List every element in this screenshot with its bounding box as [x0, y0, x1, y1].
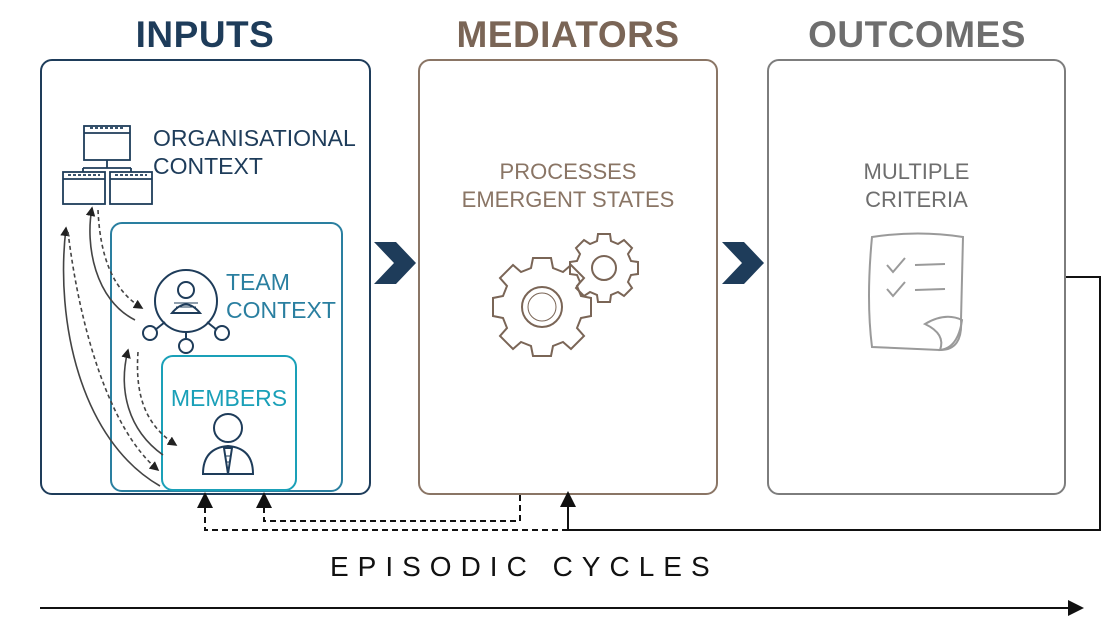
team-context-panel — [110, 222, 343, 492]
team-network-icon — [142, 269, 230, 354]
outcomes-panel — [767, 59, 1066, 495]
mediators-label: PROCESSES EMERGENT STATES — [461, 159, 675, 212]
members-label: MEMBERS — [170, 385, 288, 411]
chevron-arrow-icon — [722, 242, 764, 284]
person-icon — [201, 413, 255, 475]
episodic-cycles-label: EPISODIC CYCLES — [330, 551, 719, 582]
org-chart-icon — [62, 125, 153, 205]
mediators-heading: MEDIATORS — [456, 14, 680, 55]
gears-icon — [492, 233, 639, 357]
outcomes-heading: OUTCOMES — [808, 14, 1026, 55]
episodic-feedback-lines — [197, 276, 1101, 531]
team-context-label: TEAM CONTEXT — [226, 269, 336, 323]
org-context-label: ORGANISATIONAL CONTEXT — [153, 125, 356, 179]
chevron-arrow-icon — [374, 242, 416, 284]
outcomes-label: MULTIPLE CRITERIA — [863, 159, 970, 212]
inputs-heading: INPUTS — [135, 14, 275, 55]
checklist-document-icon — [868, 232, 965, 352]
feedback-arrows-inputs — [60, 206, 178, 487]
